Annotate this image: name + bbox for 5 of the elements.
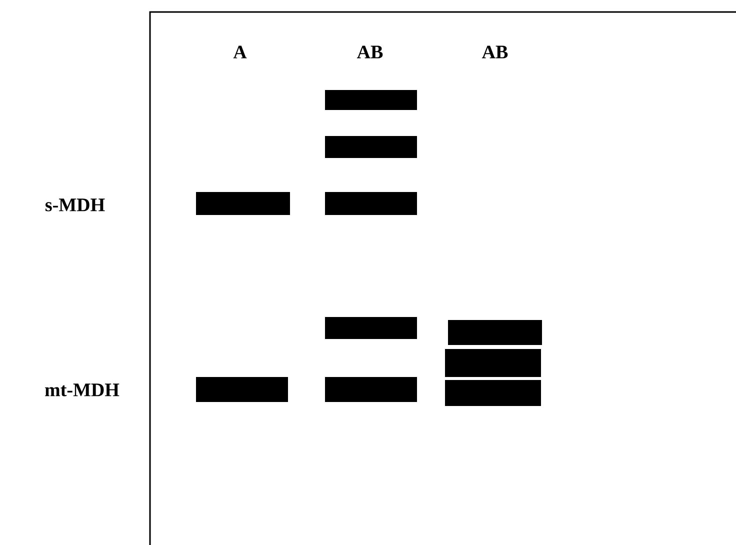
lane-label: AB — [482, 46, 508, 58]
band-label: s-MDH — [46, 198, 105, 212]
lane-label: AB — [357, 46, 383, 58]
lane-label: A — [233, 46, 247, 58]
band-label: mt-MDH — [45, 384, 120, 396]
